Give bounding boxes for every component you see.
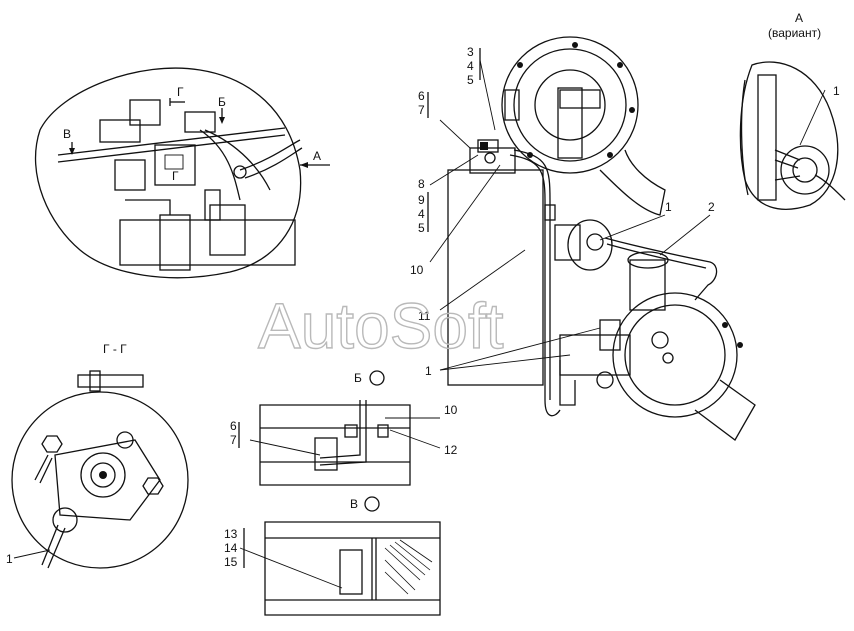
arrow-a-label: А: [313, 149, 321, 163]
callout-4: 4: [467, 59, 474, 73]
callout-7: 7: [418, 103, 425, 117]
arrow-g2-label: Г: [172, 169, 179, 183]
watermark: AutoSoft: [258, 290, 504, 362]
view-v-section: В 13 14 15: [224, 496, 441, 616]
callout-2: 2: [708, 200, 715, 214]
callout-11: 11: [418, 309, 431, 323]
callout-4b: 4: [418, 207, 425, 221]
view-b-title: Б: [354, 371, 362, 385]
callout-1-view-g: 1: [6, 552, 13, 566]
callout-15: 15: [224, 555, 238, 569]
arrow-v-label: В: [63, 127, 71, 141]
callout-3: 3: [467, 45, 474, 59]
callout-1-main-top: 1: [665, 200, 672, 214]
callout-6-view-b: 6: [230, 419, 237, 433]
top-left-detail: А Г Б В Г: [35, 67, 330, 279]
callout-5: 5: [467, 73, 474, 87]
callout-14: 14: [224, 541, 238, 555]
callout-1-main-bottom: 1: [425, 364, 432, 378]
main-assembly: 3 4 5 6 7 8 9 4 5 10 11 1 2 1: [410, 36, 756, 441]
callout-6: 6: [418, 89, 425, 103]
callout-10: 10: [410, 263, 424, 277]
view-a-detail: А (вариант) 1: [739, 11, 846, 210]
view-a-subtitle: (вариант): [768, 26, 821, 40]
view-v-title: В: [350, 497, 358, 511]
callout-8: 8: [418, 177, 425, 191]
callout-10-view-b: 10: [444, 403, 458, 417]
callout-7-view-b: 7: [230, 433, 237, 447]
callout-9: 9: [418, 193, 425, 207]
callout-12-view-b: 12: [444, 443, 458, 457]
view-g-title: Г - Г: [103, 342, 127, 356]
callout-13: 13: [224, 527, 238, 541]
view-b-section: Б 6 7 10 12: [230, 370, 458, 486]
callout-5b: 5: [418, 221, 425, 235]
arrow-g-label: Г: [177, 85, 184, 99]
callout-1-view-a: 1: [833, 84, 840, 98]
view-a-title: А: [795, 11, 803, 25]
arrow-b-label: Б: [218, 95, 226, 109]
view-g-section: Г - Г 1: [6, 342, 189, 569]
